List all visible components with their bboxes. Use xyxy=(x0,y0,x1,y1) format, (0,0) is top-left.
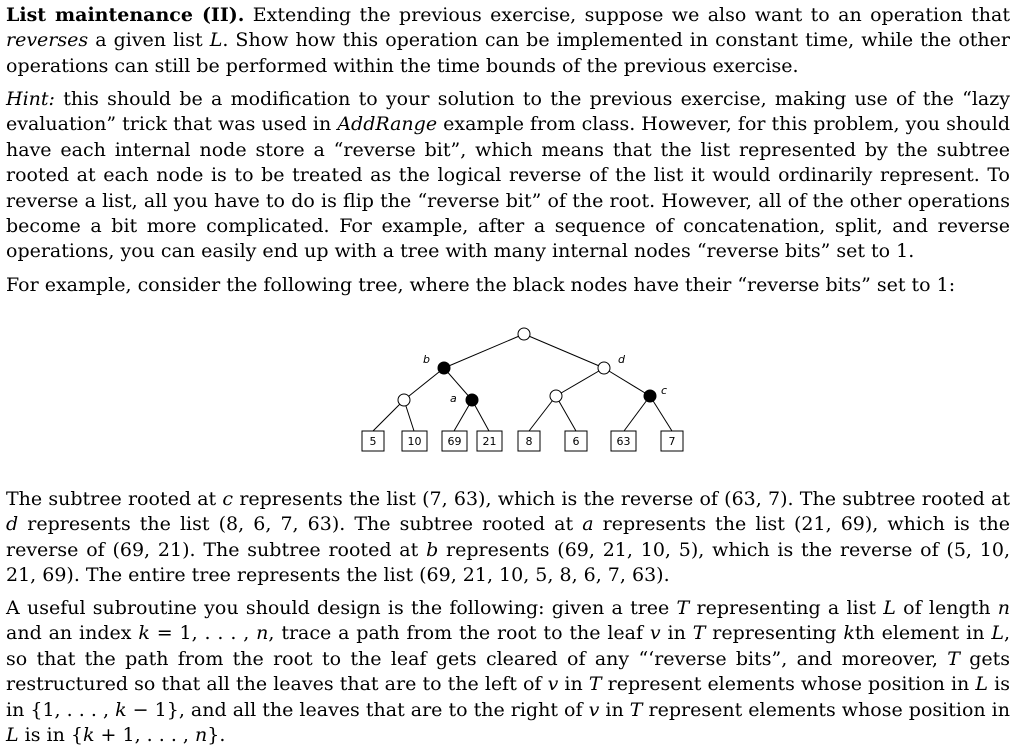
leaf-value: 7 xyxy=(669,435,676,448)
node-mid-internal xyxy=(549,389,563,403)
math-var: c xyxy=(222,488,234,510)
leaf-values: 5 10 69 21 8 6 63 7 xyxy=(370,435,676,448)
root-node xyxy=(517,327,531,341)
leaf-value: 63 xyxy=(617,435,631,448)
text-run: The subtree rooted at xyxy=(6,488,223,510)
math-var: T xyxy=(692,622,706,645)
text-run: + 1, . . . , xyxy=(94,724,195,747)
text-run: }. xyxy=(207,724,226,747)
text-run: example from class. However, for this pr… xyxy=(6,113,1010,263)
text-run: representing xyxy=(705,622,844,645)
text-run: Extending the previous exercise, suppose… xyxy=(244,4,1011,26)
math-var: L xyxy=(209,29,223,52)
text-run: th element in xyxy=(854,622,992,645)
math-var: n xyxy=(256,622,269,645)
text-run: and an index xyxy=(6,622,139,645)
text-run: represents the list (8, 6, 7, 63). The s… xyxy=(18,513,583,536)
math-var: L xyxy=(991,622,1004,645)
text-run: A useful subroutine you should design is… xyxy=(6,597,677,619)
text-run: in xyxy=(558,673,589,696)
text-run: gets restructured so that all the leaves… xyxy=(6,647,1010,696)
text-run: in xyxy=(599,698,630,721)
text-run: in xyxy=(660,622,693,645)
subroutine-paragraph: A useful subroutine you should design is… xyxy=(6,596,1010,748)
leaf-value: 21 xyxy=(483,435,497,448)
math-var: v xyxy=(547,673,559,696)
node-left-internal xyxy=(397,393,411,407)
node-a xyxy=(465,393,479,407)
math-var: n xyxy=(194,724,208,747)
leaf-value: 69 xyxy=(448,435,462,448)
math-var: k xyxy=(82,724,95,747)
leaf-value: 10 xyxy=(408,435,422,448)
text-run: represent elements whose position in xyxy=(601,673,976,696)
math-var: k xyxy=(138,622,150,645)
leaf-boxes xyxy=(361,430,684,452)
math-var: L xyxy=(6,724,19,747)
text-run: is in { xyxy=(18,724,83,747)
problem-title: List maintenance (II). xyxy=(6,4,245,26)
hint-paragraph: Hint: this should be a modification to y… xyxy=(6,87,1010,265)
math-var: v xyxy=(588,698,600,721)
subtree-explanation: The subtree rooted at c represents the l… xyxy=(6,487,1010,589)
math-var: T xyxy=(588,673,602,696)
text-run: represents (69, 21, 10, 5), which is the… xyxy=(6,538,1010,587)
math-var: T xyxy=(629,698,643,721)
label-d: d xyxy=(618,353,626,366)
math-var: n xyxy=(997,597,1010,619)
text-run: , so that the path from the root to the … xyxy=(6,622,1010,670)
hint-label: Hint: xyxy=(6,88,55,110)
text-run: . Show how this operation can be impleme… xyxy=(6,29,1010,77)
text-run: represents the list (7, 63), which is th… xyxy=(233,488,1010,510)
emphasis: reverses xyxy=(6,29,89,52)
leaf-value: 8 xyxy=(526,435,533,448)
math-var: L xyxy=(883,597,896,619)
leaf-value: 6 xyxy=(573,435,580,448)
emphasis: AddRange xyxy=(337,113,438,136)
math-var: L xyxy=(975,673,989,696)
text-run: − 1}, and all the leaves that are to the… xyxy=(126,698,589,721)
text-run: a given list xyxy=(88,29,210,52)
math-var: v xyxy=(649,622,661,645)
label-a: a xyxy=(450,392,457,405)
text-run: represents the list (21, 69), which is t… xyxy=(6,513,1010,561)
math-var: k xyxy=(115,698,127,721)
text-run: represent elements whose position in xyxy=(642,698,1010,721)
math-var: T xyxy=(676,597,690,619)
label-c: c xyxy=(661,384,667,397)
math-var: d xyxy=(6,513,19,536)
label-b: b xyxy=(423,353,430,366)
math-var: a xyxy=(582,513,594,536)
text-run: of length xyxy=(895,597,998,619)
node-b xyxy=(437,361,451,375)
text-run: representing a list xyxy=(689,597,884,619)
example-intro: For example, consider the following tree… xyxy=(6,274,956,296)
node-c xyxy=(643,389,657,403)
text-run: = 1, . . . , xyxy=(149,622,257,645)
text-run: , trace a path from the root to the leaf xyxy=(268,622,650,645)
math-var: k xyxy=(843,622,855,645)
text-run: this should be a modification to your so… xyxy=(6,88,1010,136)
math-var: b xyxy=(426,538,439,561)
tree-edges xyxy=(372,333,673,432)
math-var: T xyxy=(947,647,960,670)
leaf-value: 5 xyxy=(370,435,377,448)
text-run: is in {1, . . . , xyxy=(6,673,1010,721)
problem-paragraph: List maintenance (II). Extending the pre… xyxy=(6,3,1010,79)
node-d xyxy=(597,361,611,375)
